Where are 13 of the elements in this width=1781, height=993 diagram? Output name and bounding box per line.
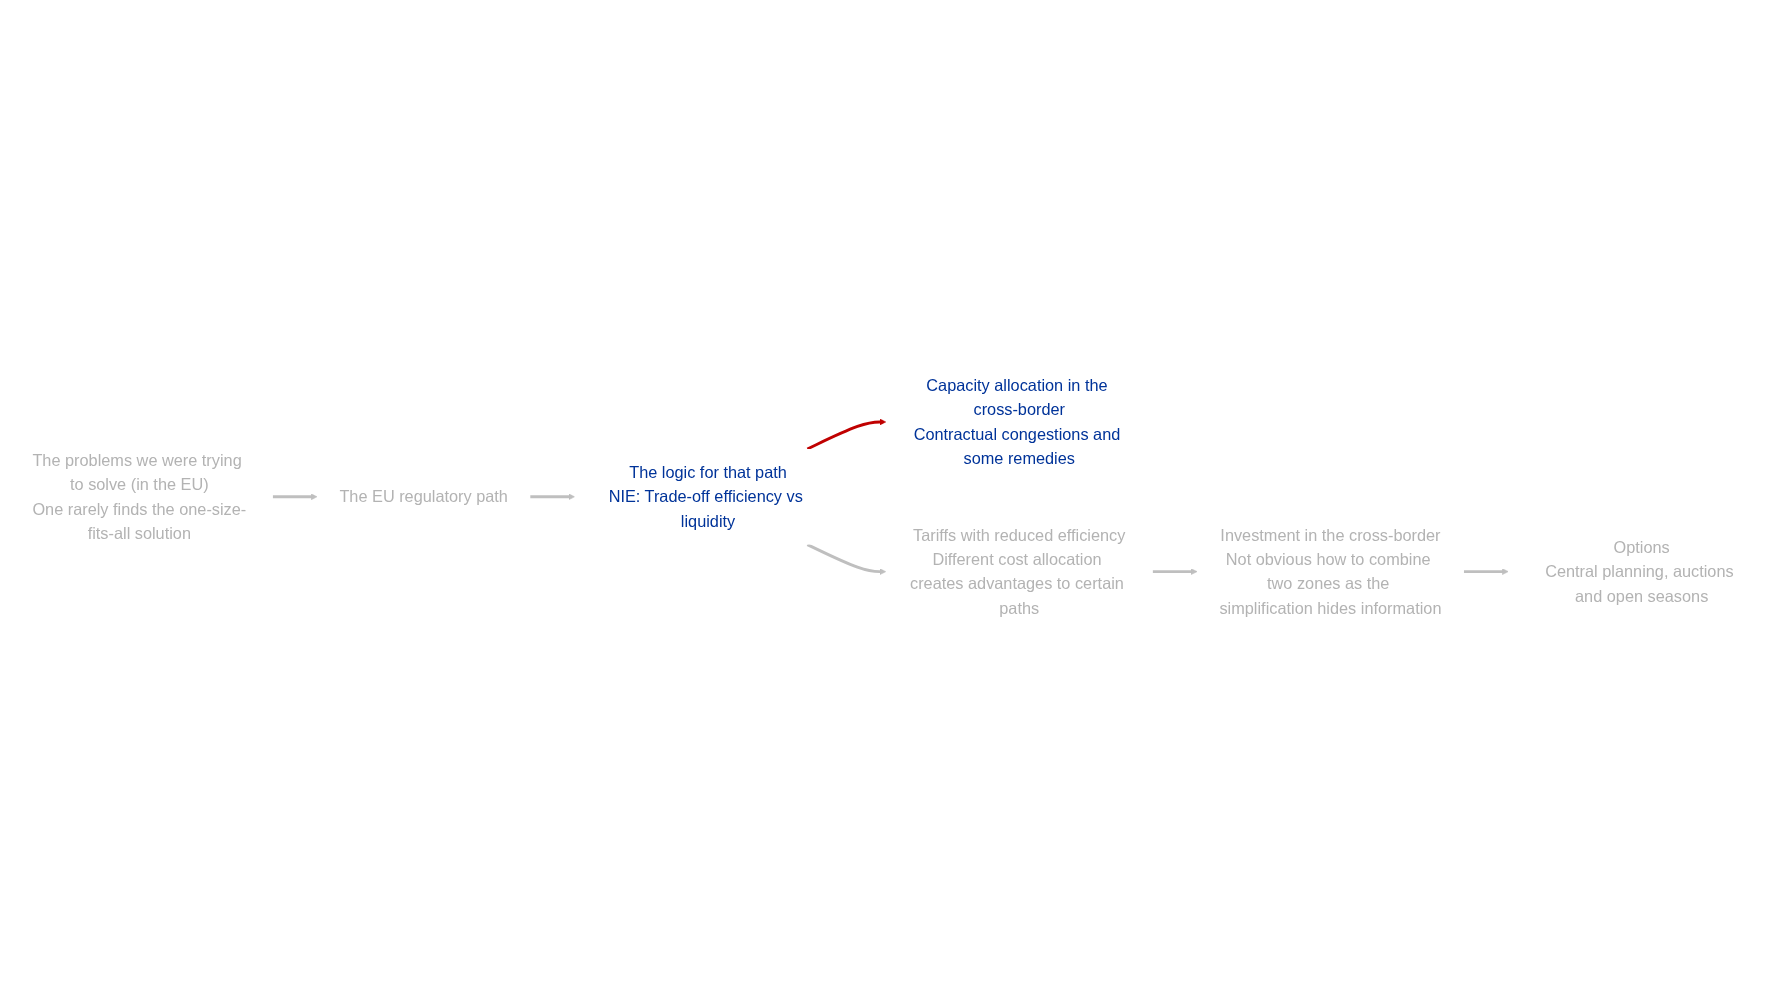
arrow <box>1463 568 1509 575</box>
node-text: The logic for that path NIE: Trade-off efficiency vs liquidity <box>608 462 803 531</box>
node-text: The EU regulatory path <box>339 487 508 506</box>
node-text: Investment in the cross-border Not obvious how to combine two zones as the simplification hides information <box>1219 525 1442 618</box>
node-text: Capacity allocation in the cross-border Contractual congestions and some remedies <box>913 375 1121 468</box>
arrow <box>272 493 318 500</box>
arrow <box>806 418 887 451</box>
arrow <box>530 493 575 500</box>
node-text: The problems we were trying to solve (in the EU) One rarely finds the one-size-fits-all solution <box>32 450 247 543</box>
node-text: Options Central planning, auctions and open seasons <box>1545 537 1734 606</box>
node-text: Tariffs with reduced efficiency Different cost allocation creates advantages to certain paths <box>910 525 1126 618</box>
arrow <box>806 542 887 575</box>
arrow <box>1152 568 1198 575</box>
